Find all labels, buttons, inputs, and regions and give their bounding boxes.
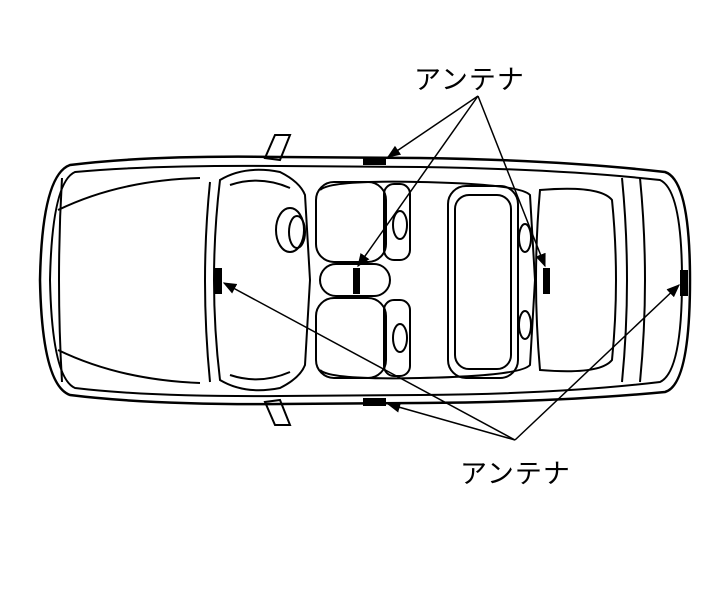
seats [275, 181, 532, 379]
antenna-front [215, 268, 222, 294]
leader-arrows [222, 95, 680, 441]
antenna-rear-bumper [680, 270, 688, 296]
arrow-bottom-to-front [222, 282, 516, 441]
arrow-bottom-to-roof [386, 402, 516, 441]
arrow-top-to-rear-inner [477, 95, 546, 268]
arrow-bottom-to-bumper [514, 284, 680, 441]
antenna-center [353, 268, 360, 294]
antenna-roof-bottom [363, 398, 386, 406]
antenna-roof-top [363, 157, 386, 165]
arrow-top-to-roof [386, 95, 479, 158]
antenna-label-bottom: アンテナ [460, 459, 571, 490]
antenna-label-top: アンテナ [414, 65, 525, 96]
antenna-rear-inner [543, 268, 550, 294]
antennas [215, 157, 688, 406]
arrow-top-to-center [357, 95, 479, 268]
car-body [38, 134, 692, 426]
